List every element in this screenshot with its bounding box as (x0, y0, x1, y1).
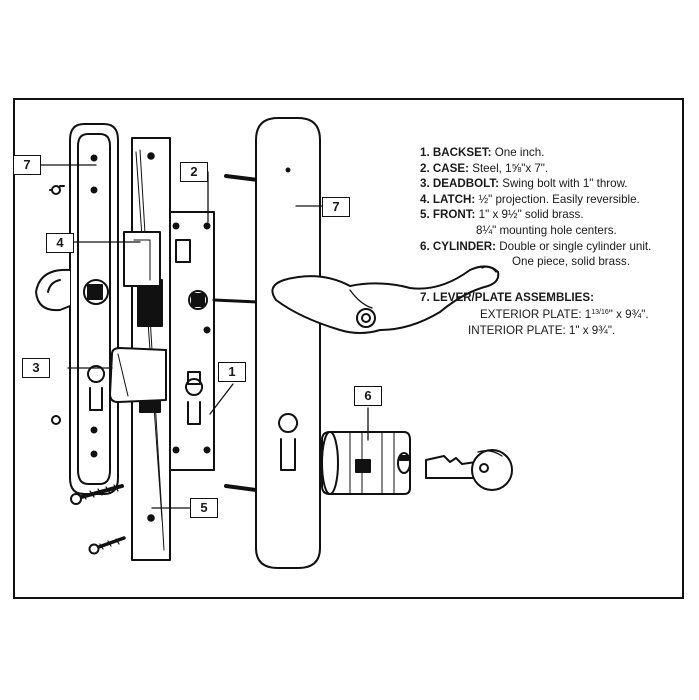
callout-2: 2 (180, 162, 208, 182)
lock-case (169, 211, 215, 471)
spec-latch: 4. LATCH: ½" projection. Easily reversib… (420, 192, 640, 206)
key-icon (425, 449, 513, 491)
deadbolt (109, 347, 167, 403)
callout-4: 4 (46, 233, 74, 253)
interior-plate (69, 123, 119, 495)
mounting-screw-icon (49, 185, 65, 425)
spec-exterior-plate: EXTERIOR PLATE: 113/16" x 9¾". (480, 308, 649, 322)
spec-front: 5. FRONT: 1" x 9½" solid brass. (420, 208, 584, 222)
spec-interior-plate: INTERIOR PLATE: 1" x 9¾". (468, 323, 616, 337)
exterior-lever (271, 265, 500, 334)
latch-bolt (123, 231, 161, 287)
thumb-turn-icon (87, 284, 103, 300)
spec-cylinder-line2: One piece, solid brass. (512, 255, 630, 269)
callout-5: 5 (190, 498, 218, 518)
spec-cylinder: 6. CYLINDER: Double or single cylinder u… (420, 239, 652, 253)
callout-3: 3 (22, 358, 50, 378)
callout-1: 1 (218, 362, 246, 382)
spec-list: 1. BACKSET: One inch. 2. CASE: Steel, 1⅝… (420, 145, 651, 339)
cylinder (321, 431, 411, 495)
callout-6: 6 (354, 386, 382, 406)
callout-7-right: 7 (322, 197, 350, 217)
callout-7-left: 7 (13, 155, 41, 175)
spec-case: 2. CASE: Steel, 1⅝"x 7". (420, 161, 549, 175)
spindle-pins (212, 174, 260, 492)
spec-lever-plate: 7. LEVER/PLATE ASSEMBLIES: (420, 290, 594, 304)
spec-front-line2: 8¼" mounting hole centers. (476, 223, 617, 237)
leader-lines (40, 164, 369, 509)
spec-deadbolt: 3. DEADBOLT: Swing bolt with 1" throw. (420, 177, 628, 191)
exterior-plate (255, 117, 321, 569)
wood-screw-icon (70, 484, 126, 555)
spec-backset: 1. BACKSET: One inch. (420, 146, 545, 159)
interior-lever (35, 268, 71, 312)
